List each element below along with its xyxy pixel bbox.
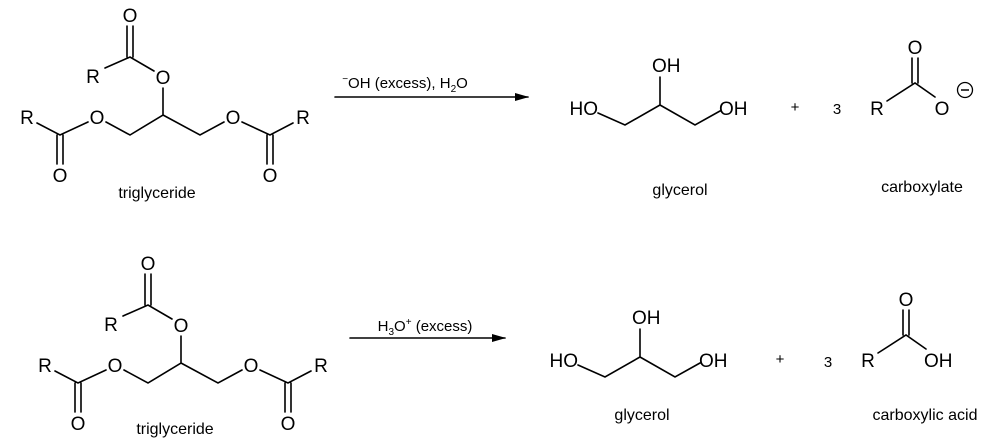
atom-o: O — [263, 166, 278, 187]
atom-r: R — [314, 356, 328, 377]
atom-o: O — [53, 166, 68, 187]
triglyceride-molecule-2: O R O R O O R O O — [38, 254, 328, 435]
triglyceride-label-2: triglyceride — [136, 421, 213, 438]
atom-oh: OH — [632, 308, 661, 329]
atom-ho: HO — [570, 99, 599, 120]
triglyceride-molecule-1: O R O R O O R O O — [20, 6, 310, 187]
glycerol-label-1: glycerol — [652, 182, 707, 199]
carboxylic-acid-molecule: R O OH — [861, 290, 952, 372]
atom-o: O — [141, 254, 156, 275]
atom-o: O — [156, 68, 171, 89]
atom-r: R — [296, 108, 310, 129]
carboxylate-molecule: R O O — [870, 38, 974, 120]
glycerol-molecule-2: HO OH OH — [550, 308, 728, 378]
reagent-label-1: −OH (excess), H2O — [342, 74, 468, 95]
atom-o: O — [244, 356, 259, 377]
carboxylate-label: carboxylate — [881, 179, 963, 196]
atom-oh: OH — [924, 351, 953, 372]
atom-r: R — [20, 108, 34, 129]
atom-o: O — [71, 414, 86, 435]
atom-o: O — [899, 290, 914, 311]
reagent-label-2: H3O+ (excess) — [378, 317, 473, 338]
atom-r: R — [870, 99, 884, 120]
atom-o: O — [90, 108, 105, 129]
atom-oh: OH — [652, 56, 681, 77]
atom-oh: OH — [719, 99, 748, 120]
atom-r: R — [86, 67, 100, 88]
plus-sign-1: + — [791, 99, 800, 116]
glycerol-label-2: glycerol — [614, 407, 669, 424]
atom-o: O — [935, 99, 950, 120]
glycerol-molecule-1: HO OH OH — [570, 56, 748, 126]
atom-o: O — [174, 316, 189, 337]
atom-oh: OH — [699, 351, 728, 372]
atom-ho: HO — [550, 351, 579, 372]
atom-o: O — [226, 108, 241, 129]
coefficient-2: 3 — [824, 354, 832, 371]
atom-r: R — [861, 351, 875, 372]
atom-o: O — [108, 356, 123, 377]
triglyceride-label-1: triglyceride — [118, 185, 195, 202]
atom-r: R — [104, 315, 118, 336]
atom-o: O — [908, 38, 923, 59]
atom-o: O — [281, 414, 296, 435]
coefficient-1: 3 — [833, 101, 841, 118]
atom-r: R — [38, 356, 52, 377]
plus-sign-2: + — [776, 351, 785, 368]
atom-o: O — [123, 6, 138, 27]
negative-charge-icon — [956, 81, 974, 99]
carboxylic-acid-label: carboxylic acid — [873, 407, 978, 424]
